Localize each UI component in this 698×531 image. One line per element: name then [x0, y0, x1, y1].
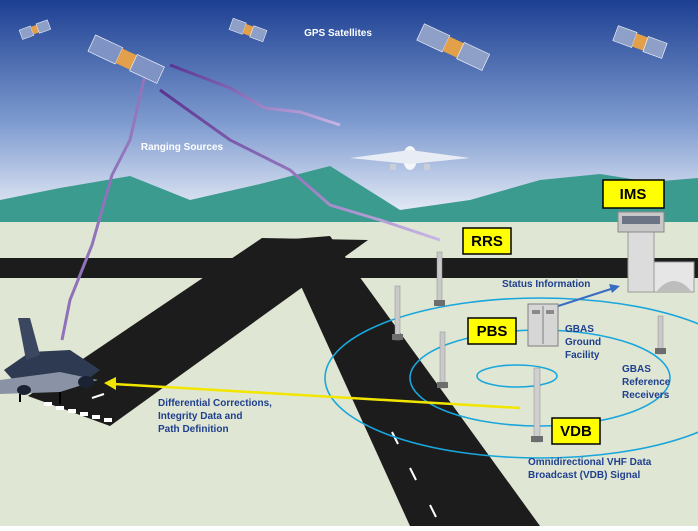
gbas-ground-facility-icon — [527, 303, 559, 347]
runway-centerline — [91, 393, 437, 518]
status-arrow — [551, 287, 615, 309]
vdb-label: VDB — [560, 423, 592, 440]
ims-label-box: IMS — [602, 179, 665, 209]
reference-receiver-antenna — [392, 285, 403, 341]
vdb-label-box: VDB — [551, 417, 601, 445]
vdb-signal-line: Omnidirectional VHF Data — [528, 457, 652, 468]
gps-satellites-label: GPS Satellites — [304, 28, 372, 39]
vdb-signal-label: Omnidirectional VHF Data Broadcast (VDB)… — [528, 457, 652, 481]
differential-corrections-line: Differential Corrections, — [158, 398, 272, 409]
rrs-label-box: RRS — [462, 227, 512, 255]
pbs-label-box: PBS — [467, 317, 517, 345]
mountains — [0, 166, 698, 225]
airborne-aircraft-icon — [350, 146, 470, 170]
reference-receiver-antenna — [437, 331, 448, 389]
satellite-icon — [416, 23, 491, 71]
correction-data-link — [113, 382, 521, 410]
gbas-ground-facility-line: GBAS — [565, 324, 594, 335]
gbas-reference-receivers-line: Receivers — [622, 390, 670, 401]
differential-corrections-label: Differential Corrections, Integrity Data… — [158, 398, 272, 435]
gbas-ground-facility-line: Ground — [565, 337, 601, 348]
gbas-reference-receivers-line: Reference — [622, 377, 671, 388]
reference-receiver-antenna — [655, 315, 666, 355]
satellite-icon — [87, 34, 165, 84]
reference-receiver-antenna — [434, 251, 445, 307]
runway-threshold — [44, 402, 112, 422]
pbs-label: PBS — [477, 323, 508, 340]
satellite-icon — [18, 19, 52, 40]
vdb-antenna — [531, 367, 543, 443]
satellite-icon — [228, 17, 268, 43]
ims-label: IMS — [620, 186, 647, 203]
ranging-sources-label: Ranging Sources — [141, 142, 224, 153]
differential-corrections-line: Path Definition — [158, 424, 229, 435]
correction-arrow-head — [104, 377, 116, 390]
ranging-beams — [60, 63, 441, 341]
gbas-ground-facility-label: GBAS Ground Facility — [565, 324, 601, 361]
gbas-ground-facility-line: Facility — [565, 350, 600, 361]
gbas-reference-receivers-label: GBAS Reference Receivers — [622, 364, 671, 401]
gbas-reference-receivers-line: GBAS — [622, 364, 651, 375]
rrs-label: RRS — [471, 233, 503, 250]
status-arrow-head — [609, 284, 620, 293]
differential-corrections-line: Integrity Data and — [158, 411, 242, 422]
satellite-icon — [612, 25, 668, 59]
vdb-signal-line: Broadcast (VDB) Signal — [528, 470, 640, 481]
landing-aircraft-icon — [0, 318, 100, 404]
control-tower-icon — [617, 211, 695, 293]
status-information-label: Status Information — [502, 279, 590, 290]
